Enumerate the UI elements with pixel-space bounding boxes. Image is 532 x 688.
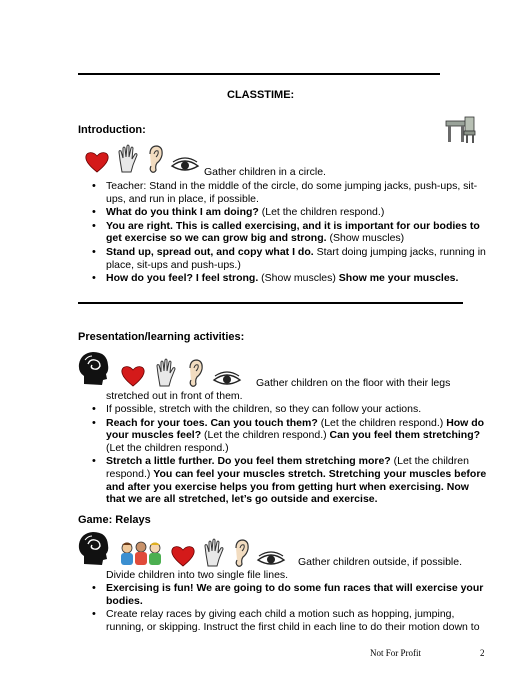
presentation-heading: Presentation/learning activities:: [78, 331, 245, 343]
game-bullets: Exercising is fun! We are going to do so…: [90, 582, 490, 634]
ear-icon: [186, 358, 204, 388]
middle-divider: [78, 302, 463, 304]
footer-text: Not For Profit: [370, 648, 422, 658]
hand-icon: [116, 144, 140, 174]
list-item: Stretch a little further. Do you feel th…: [90, 455, 490, 505]
eye-icon: [256, 550, 286, 568]
ear-icon: [146, 144, 164, 174]
list-item: You are right. This is called exercising…: [90, 220, 490, 245]
intro-icon-row: [84, 144, 200, 174]
list-item: Create relay races by giving each child …: [90, 608, 490, 633]
heart-icon: [84, 150, 110, 174]
eye-icon: [212, 370, 242, 388]
game-icon-row: [76, 530, 286, 568]
page-title: CLASSTIME:: [227, 89, 295, 101]
top-divider: [78, 73, 440, 75]
list-item: Exercising is fun! We are going to do so…: [90, 582, 490, 607]
game-lead-line1: Gather children outside, if possible.: [298, 556, 463, 568]
list-item: How do you feel? I feel strong. (Show mu…: [90, 272, 490, 285]
hand-icon: [202, 538, 226, 568]
intro-heading: Introduction:: [78, 124, 146, 136]
list-item: If possible, stretch with the children, …: [90, 403, 490, 416]
presentation-bullets: If possible, stretch with the children, …: [90, 403, 490, 507]
game-heading: Game: Relays: [78, 514, 151, 526]
presentation-icon-row: [76, 350, 242, 388]
desk-icon: [444, 115, 476, 148]
presentation-lead-line1: Gather children on the floor with their …: [256, 377, 451, 389]
ear-icon: [232, 538, 250, 568]
list-item: Teacher: Stand in the middle of the circ…: [90, 180, 490, 205]
intro-bullets: Teacher: Stand in the middle of the circ…: [90, 180, 490, 286]
head-icon: [76, 530, 112, 568]
eye-icon: [170, 156, 200, 174]
game-lead-line2: Divide children into two single file lin…: [106, 569, 289, 581]
page-number: 2: [480, 648, 485, 658]
head-icon: [76, 350, 112, 388]
children-group-icon: [118, 540, 164, 568]
list-item: Stand up, spread out, and copy what I do…: [90, 246, 490, 271]
heart-icon: [120, 364, 146, 388]
presentation-lead-line2: stretched out in front of them.: [106, 390, 243, 402]
list-item: Reach for your toes. Can you touch them?…: [90, 417, 490, 455]
list-item: What do you think I am doing? (Let the c…: [90, 206, 490, 219]
hand-icon: [154, 358, 178, 388]
heart-icon: [170, 544, 196, 568]
intro-lead: Gather children in a circle.: [204, 166, 326, 178]
